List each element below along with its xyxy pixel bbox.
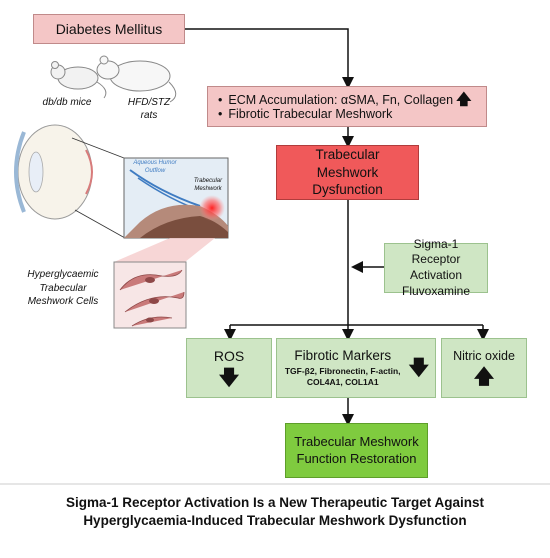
ros-text: ROS bbox=[213, 348, 245, 364]
label-trabecular-meshwork: Trabecular Meshwork bbox=[193, 178, 223, 192]
mouse-icon bbox=[50, 61, 107, 99]
label-hyperglycaemic-cells: Hyperglycaemic Trabecular Meshwork Cells bbox=[27, 269, 99, 307]
arrow-diabetes-to-ecm bbox=[185, 28, 354, 89]
caption-line-2: Hyperglycaemia-Induced Trabecular Meshwo… bbox=[83, 513, 467, 529]
nitric-text: Nitric oxide bbox=[453, 349, 515, 363]
box-tm-dysfunction: Trabecular Meshwork Dysfunction bbox=[276, 145, 419, 200]
up-arrow-icon: 🡅 bbox=[456, 91, 472, 108]
fibrotic-detail: TGF-β2, Fibronectin, F-actin, COL4A1, CO… bbox=[284, 365, 401, 387]
down-arrow-icon: 🡇 bbox=[218, 367, 240, 389]
box-sigma-receptor: Sigma-1 Receptor Activation Fluvoxamine bbox=[384, 237, 488, 298]
fibrotic-tm-text: Fibrotic Trabecular Meshwork bbox=[228, 107, 393, 121]
box-nitric-oxide: Nitric oxide 🡅 bbox=[441, 338, 527, 398]
trabecular-angle-panel bbox=[123, 157, 229, 239]
label-aqueous-outflow: Aqueous Humor Outflow bbox=[133, 160, 177, 174]
zoom-beam bbox=[114, 238, 215, 262]
caption-line-1: Sigma-1 Receptor Activation Is a New The… bbox=[65, 495, 485, 510]
figure-caption: Sigma-1 Receptor Activation Is a New The… bbox=[0, 494, 550, 530]
box-diabetes-mellitus: Diabetes Mellitus bbox=[33, 14, 185, 44]
ecm-text: ECM Accumulation: αSMA, Fn, Collagen bbox=[228, 92, 454, 107]
ecm-line-2: • Fibrotic Trabecular Meshwork bbox=[218, 107, 393, 121]
box-ros: ROS 🡇 bbox=[186, 338, 272, 398]
box-tm-function-restoration: Trabecular Meshwork Function Restoration bbox=[285, 423, 428, 478]
down-arrow-icon: 🡇 bbox=[408, 357, 429, 379]
box-fibrotic-markers: Fibrotic Markers TGF-β2, Fibronectin, F-… bbox=[276, 338, 436, 398]
rat-icon bbox=[96, 55, 177, 103]
box-ecm-accumulation: • ECM Accumulation: αSMA, Fn, Collagen 🡅… bbox=[207, 86, 487, 127]
cells-panel bbox=[113, 261, 187, 329]
fibrotic-content: Fibrotic Markers TGF-β2, Fibronectin, F-… bbox=[277, 348, 435, 389]
diabetes-text: Diabetes Mellitus bbox=[55, 21, 163, 37]
fibrotic-title: Fibrotic Markers bbox=[294, 347, 392, 363]
sigma-text: Sigma-1 Receptor Activation Fluvoxamine bbox=[401, 236, 471, 298]
ecm-line-1: • ECM Accumulation: αSMA, Fn, Collagen 🡅 bbox=[218, 91, 472, 108]
dysfunction-text: Trabecular Meshwork Dysfunction bbox=[312, 147, 383, 198]
up-arrow-icon: 🡅 bbox=[473, 366, 495, 388]
eye-icon bbox=[14, 124, 93, 220]
label-hfd-stz-rats: HFD/STZ rats bbox=[127, 97, 171, 121]
label-dbdb-mice: db/db mice bbox=[42, 97, 92, 108]
restoration-text: Trabecular Meshwork Function Restoration bbox=[294, 433, 419, 466]
